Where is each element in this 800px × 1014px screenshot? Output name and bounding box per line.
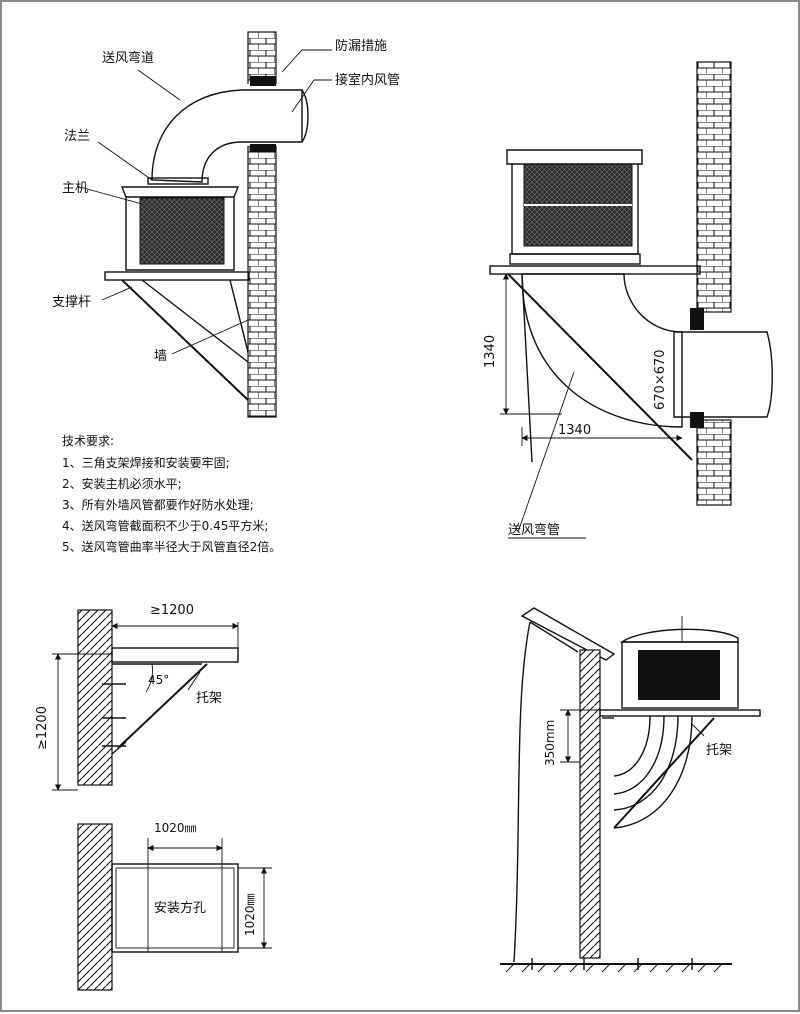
flange [147,177,209,185]
label-angle: 45° [148,673,169,687]
duct-size: 670×670 [653,349,668,410]
label-support-rod: 支撑杆 [52,295,91,310]
leak-proof-seal-bottom [250,144,276,152]
label-elbow-pipe: 送风弯管 [508,522,560,538]
dim-hole-height: 1020㎜ [243,893,257,936]
label-install-hole: 安装方孔 [154,900,206,916]
panel-install-hole: 1020㎜ 1020㎜ 安装方孔 [77,821,272,991]
requirement-item: 5、送风弯管曲率半径大于风管直径2倍。 [62,539,281,554]
label-wall: 墙 [154,349,167,364]
dim-height: 1340 [483,335,498,368]
support-platform [111,647,239,663]
requirement-item: 3、所有外墙风管都要作好防水处理; [62,497,254,512]
support-platform [489,265,701,275]
support-platform [599,709,761,717]
dim-min-width: ≥1200 [150,603,194,618]
dim-min-height: ≥1200 [35,706,50,750]
brick-wall [696,61,732,313]
install-hole [111,863,239,953]
requirements-title: 技术要求: [62,434,114,448]
dim-hole-width: 1020㎜ [154,821,197,835]
requirement-item: 4、送风弯管截面积不少于0.45平方米; [62,518,268,533]
panel-bracket-dimension: 45° ≥1200 ≥1200 托架 [35,603,239,791]
panel-roof-install: 350mm 托架 [500,607,761,973]
technical-requirements: 技术要求: 1、三角支架焊接和安装要牢固; 2、安装主机必须水平; 3、所有外墙… [62,434,281,554]
label-leak-proof: 防漏措施 [335,38,387,54]
support-rod [507,273,693,461]
supply-duct-elbow [151,89,303,183]
duct-670 [673,331,773,418]
requirement-item: 2、安装主机必须水平; [62,476,182,491]
main-unit [621,641,739,709]
label-duct-elbow: 送风弯道 [102,50,154,66]
label-main-unit: 主机 [62,181,88,196]
panel-side-elbow-install: 送风弯道 防漏措施 接室内风管 法兰 主机 支撑杆 墙 [52,31,400,418]
bracket-diagonal [117,663,208,749]
support-platform [104,271,250,281]
hatched-wall [77,609,113,786]
label-bracket: 托架 [196,691,222,706]
supply-elbow-pipe [521,273,683,428]
hatched-wall [579,649,601,959]
label-flange: 法兰 [64,129,90,144]
panel-downflow-install: 1340 1340 670×670 送风弯管 [483,61,773,539]
dim-350: 350mm [543,720,557,766]
bracket-diagonal [613,717,715,829]
canopy [520,607,616,661]
support-rod [121,279,249,401]
label-indoor-duct: 接室内风管 [335,72,400,88]
leak-proof-seal [250,76,276,86]
label-bracket-right: 托架 [706,743,732,758]
requirement-item: 1、三角支架焊接和安装要牢固; [62,455,230,470]
hatched-wall [77,823,113,991]
dim-width: 1340 [558,423,591,438]
